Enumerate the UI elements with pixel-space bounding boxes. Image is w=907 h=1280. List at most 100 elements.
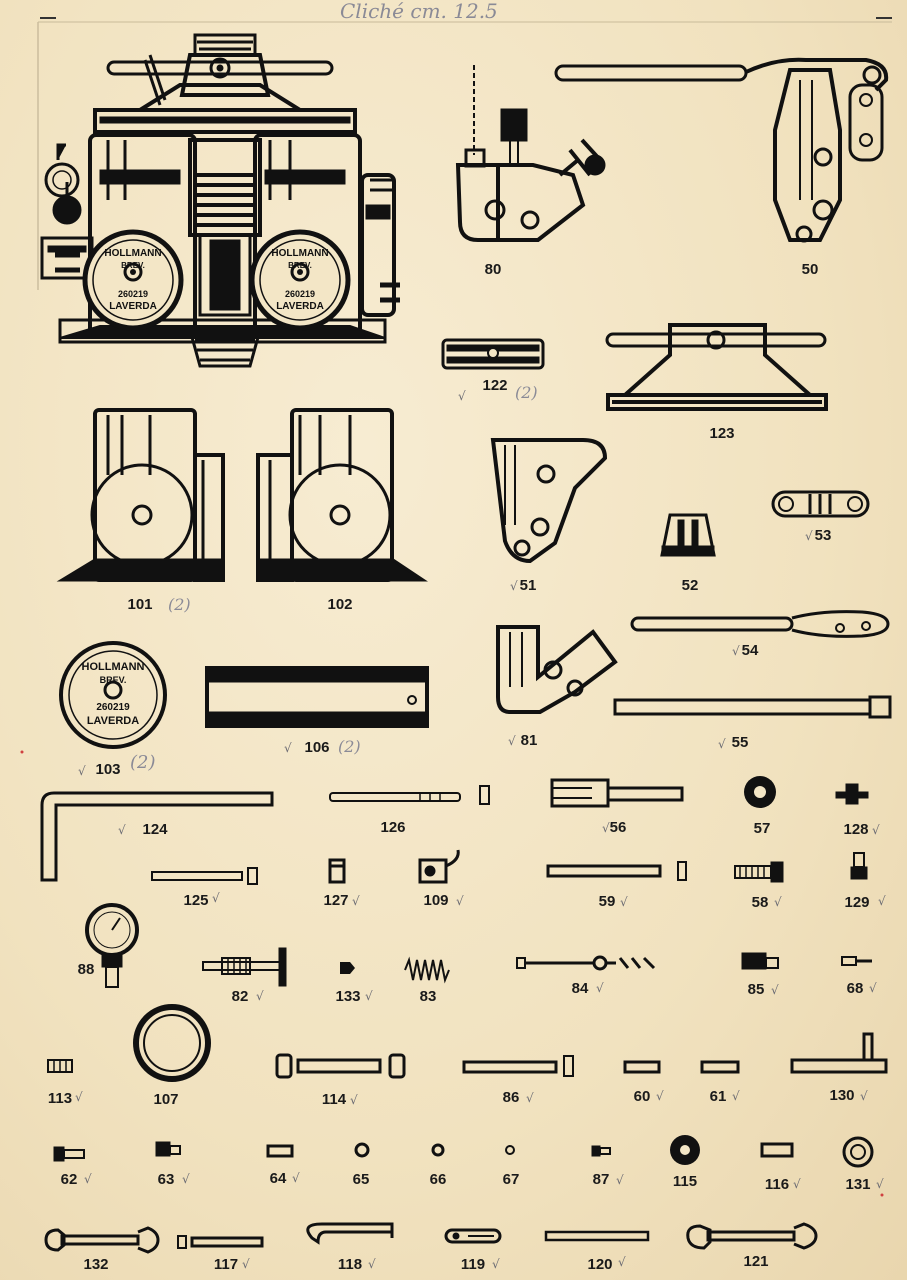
part-109-drawing [418, 849, 460, 884]
label-55: 55 [732, 734, 749, 751]
part-102-drawing [256, 408, 428, 582]
label-123: 123 [709, 425, 734, 442]
emblem-brev: BREV. [121, 261, 145, 270]
part-66-drawing [431, 1143, 445, 1157]
part-65-drawing [354, 1142, 370, 1158]
tick-mark: √ [732, 644, 740, 658]
label-125: 125 [183, 892, 208, 909]
part-labels: 80 50 122 123 101 102 51 52 53 54 103 10… [48, 261, 871, 1273]
part-83-drawing [404, 956, 450, 984]
label-132: 132 [83, 1256, 108, 1273]
tick-mark: √ [212, 891, 220, 905]
part-120-drawing [544, 1230, 650, 1242]
label-129: 129 [844, 894, 869, 911]
tick-mark: √ [492, 1257, 500, 1271]
tick-mark: √ [350, 1093, 358, 1107]
label-117: 117 [214, 1256, 238, 1273]
label-59: 59 [599, 893, 616, 910]
part-88-drawing [85, 903, 139, 988]
emblem-maker: LAVERDA [87, 715, 139, 727]
tick-mark: √ [860, 1089, 868, 1103]
tick-mark: √ [596, 981, 604, 995]
tick-mark: √ [256, 989, 264, 1003]
tick-mark: √ [602, 821, 610, 835]
tick-mark: √ [869, 981, 877, 995]
part-133-drawing [340, 962, 355, 974]
tick-mark: √ [78, 764, 86, 778]
label-121: 121 [743, 1253, 768, 1270]
tick-mark: √ [872, 823, 880, 837]
part-119-drawing [444, 1228, 502, 1244]
tick-mark: √ [365, 989, 373, 1003]
emblem-brand: HOLLMANN [82, 661, 145, 673]
part-118-drawing [306, 1222, 394, 1245]
label-102: 102 [327, 596, 352, 613]
part-57-drawing [744, 776, 776, 808]
tick-mark: √ [526, 1091, 534, 1105]
tick-mark: √ [618, 1255, 626, 1269]
tick-mark: √ [656, 1089, 664, 1103]
part-107-drawing [133, 1004, 211, 1082]
tick-mark: √ [510, 579, 518, 593]
label-119: 119 [461, 1256, 485, 1273]
part-58-drawing [734, 861, 784, 883]
part-87-drawing [591, 1145, 611, 1157]
tick-mark: √ [508, 734, 516, 748]
label-109: 109 [423, 892, 448, 909]
part-121-drawing [686, 1222, 818, 1250]
qty-note: (2) [338, 737, 361, 756]
label-115: 115 [673, 1173, 697, 1190]
part-81-drawing [496, 625, 618, 714]
label-82: 82 [232, 988, 249, 1005]
label-130: 130 [829, 1087, 854, 1104]
part-124-drawing [40, 791, 274, 882]
tick-mark: √ [75, 1090, 83, 1104]
label-122: 122 [482, 377, 507, 394]
part-103-emblem: HOLLMANN BREV. 260219 LAVERDA [59, 641, 167, 749]
part-113-drawing [47, 1059, 73, 1073]
tick-mark: √ [284, 741, 292, 755]
tick-mark: √ [368, 1257, 376, 1271]
label-120: 120 [587, 1256, 612, 1273]
tick-mark: √ [793, 1177, 801, 1191]
label-103: 103 [95, 761, 120, 778]
label-116: 116 [765, 1176, 789, 1193]
label-67: 67 [503, 1171, 520, 1188]
part-106-drawing [205, 666, 429, 728]
part-61-drawing [700, 1060, 740, 1074]
label-66: 66 [430, 1171, 447, 1188]
label-65: 65 [353, 1171, 370, 1188]
label-52: 52 [682, 577, 699, 594]
emblem-maker: LAVERDA [109, 301, 157, 312]
label-118: 118 [338, 1256, 362, 1273]
label-51: 51 [520, 577, 537, 594]
part-53-drawing [771, 490, 870, 518]
emblem-brev: BREV. [288, 261, 312, 270]
tick-mark: √ [242, 1257, 250, 1271]
part-82-drawing [202, 947, 287, 987]
emblem-left: HOLLMANN BREV. 260219 LAVERDA [82, 229, 184, 331]
part-52-drawing [660, 513, 716, 557]
tick-mark: √ [616, 1173, 624, 1187]
label-62: 62 [61, 1171, 78, 1188]
part-127-drawing [328, 858, 346, 884]
qty-note: (2) [168, 595, 191, 614]
label-128: 128 [843, 821, 868, 838]
part-101-drawing [56, 408, 225, 582]
label-114: 114 [322, 1091, 347, 1108]
header-note: Cliché cm. 12.5 [340, 0, 498, 23]
label-85: 85 [748, 981, 765, 998]
tick-mark: √ [774, 895, 782, 909]
part-129-drawing [850, 852, 868, 880]
label-86: 86 [503, 1089, 520, 1106]
emblem-right: HOLLMANN BREV. 260219 LAVERDA [249, 229, 351, 331]
tick-mark: √ [84, 1172, 92, 1186]
label-107: 107 [153, 1091, 178, 1108]
tick-mark: √ [771, 983, 779, 997]
label-81: 81 [521, 732, 538, 749]
tick-mark: √ [878, 894, 886, 908]
tick-mark: √ [456, 894, 464, 908]
part-131-drawing [842, 1136, 874, 1168]
